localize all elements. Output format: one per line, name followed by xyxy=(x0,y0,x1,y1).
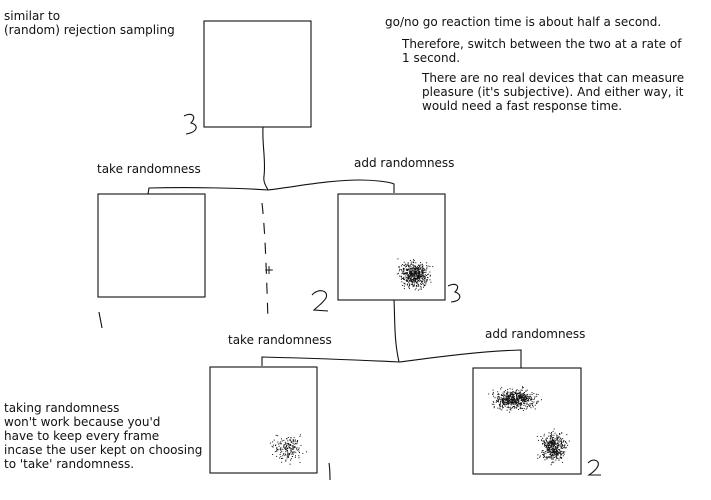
top-connector xyxy=(262,126,269,191)
label-plus: + xyxy=(264,263,274,277)
noise-cluster xyxy=(488,386,542,413)
dashed-divider xyxy=(261,202,269,321)
label-take-randomness-top: take randomness xyxy=(97,162,201,176)
noise-cluster xyxy=(536,428,570,466)
note-devices: There are no real devices that can measu… xyxy=(422,71,685,113)
handwritten-digit-2-bottom-right xyxy=(587,459,601,476)
handwritten-digit-1-mid-left xyxy=(98,311,103,329)
handwritten-digit-1-bottom-left xyxy=(328,462,331,481)
label-add-randomness-top: add randomness xyxy=(354,156,454,170)
label-add-randomness-bottom: add randomness xyxy=(485,327,585,341)
top-box xyxy=(203,20,312,128)
label-take-randomness-bottom: take randomness xyxy=(228,333,332,347)
note-taking-randomness: taking randomness won't work because you… xyxy=(4,401,203,471)
mid-left-box xyxy=(97,193,206,298)
handwritten-digit-2-mid-right xyxy=(311,290,329,312)
lower-connector xyxy=(393,299,400,363)
noise-cluster xyxy=(269,434,307,465)
note-switch: Therefore, switch between the two at a r… xyxy=(402,37,682,65)
bottom-left-box xyxy=(209,366,318,474)
top-brace xyxy=(147,179,395,195)
bottom-right-box xyxy=(472,367,582,475)
handwritten-digit-3-mid-right xyxy=(447,283,461,303)
handwritten-digit-3-top xyxy=(183,113,197,135)
note-reaction: go/no go reaction time is about half a s… xyxy=(385,15,662,29)
lower-brace xyxy=(261,349,522,368)
noise-cluster xyxy=(396,258,434,291)
mid-right-box xyxy=(337,193,446,301)
note-similar: similar to (random) rejection sampling xyxy=(4,9,175,37)
